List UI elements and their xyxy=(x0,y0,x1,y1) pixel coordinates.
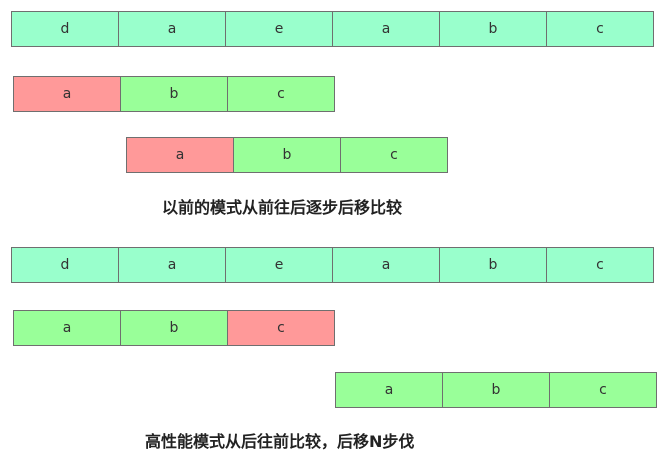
pattern-cell: a xyxy=(13,76,121,112)
text-cell: d xyxy=(11,11,119,47)
text-cell: b xyxy=(439,247,547,283)
pattern-cell: a xyxy=(126,137,234,173)
text-cell: a xyxy=(332,247,440,283)
text-cell: e xyxy=(225,11,333,47)
text-cell: e xyxy=(225,247,333,283)
pattern-cell: b xyxy=(442,372,550,408)
ex1-pattern-step2: a b c xyxy=(126,137,448,173)
pattern-cell: a xyxy=(335,372,443,408)
caption-forward-compare: 以前的模式从前往后逐步后移比较 xyxy=(162,198,403,217)
pattern-cell: c xyxy=(549,372,657,408)
caption-backward-compare: 高性能模式从后往前比较，后移N步伐 xyxy=(145,432,415,451)
ex2-pattern-step1: a b c xyxy=(13,310,335,346)
pattern-cell: b xyxy=(120,76,228,112)
text-cell: a xyxy=(332,11,440,47)
pattern-cell: c xyxy=(227,76,335,112)
text-cell: b xyxy=(439,11,547,47)
pattern-cell: b xyxy=(120,310,228,346)
pattern-cell: c xyxy=(227,310,335,346)
text-cell: a xyxy=(118,11,226,47)
text-cell: c xyxy=(546,247,654,283)
text-cell: d xyxy=(11,247,119,283)
pattern-cell: c xyxy=(340,137,448,173)
ex2-pattern-step2: a b c xyxy=(335,372,657,408)
pattern-cell: a xyxy=(13,310,121,346)
pattern-cell: b xyxy=(233,137,341,173)
ex2-text-row: d a e a b c xyxy=(11,247,654,283)
ex1-pattern-step1: a b c xyxy=(13,76,335,112)
text-cell: a xyxy=(118,247,226,283)
text-cell: c xyxy=(546,11,654,47)
ex1-text-row: d a e a b c xyxy=(11,11,654,47)
